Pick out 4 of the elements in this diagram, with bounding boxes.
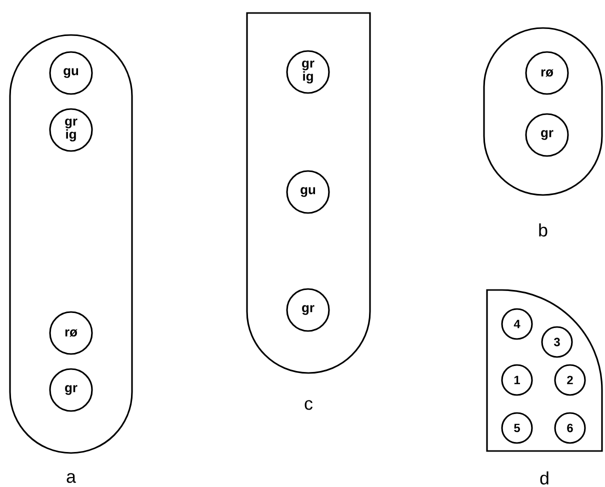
panel-letter: b (539, 223, 548, 237)
panel-letter: a (66, 473, 76, 483)
panel-letter: d (540, 471, 548, 485)
panel-letter: c (304, 400, 313, 410)
